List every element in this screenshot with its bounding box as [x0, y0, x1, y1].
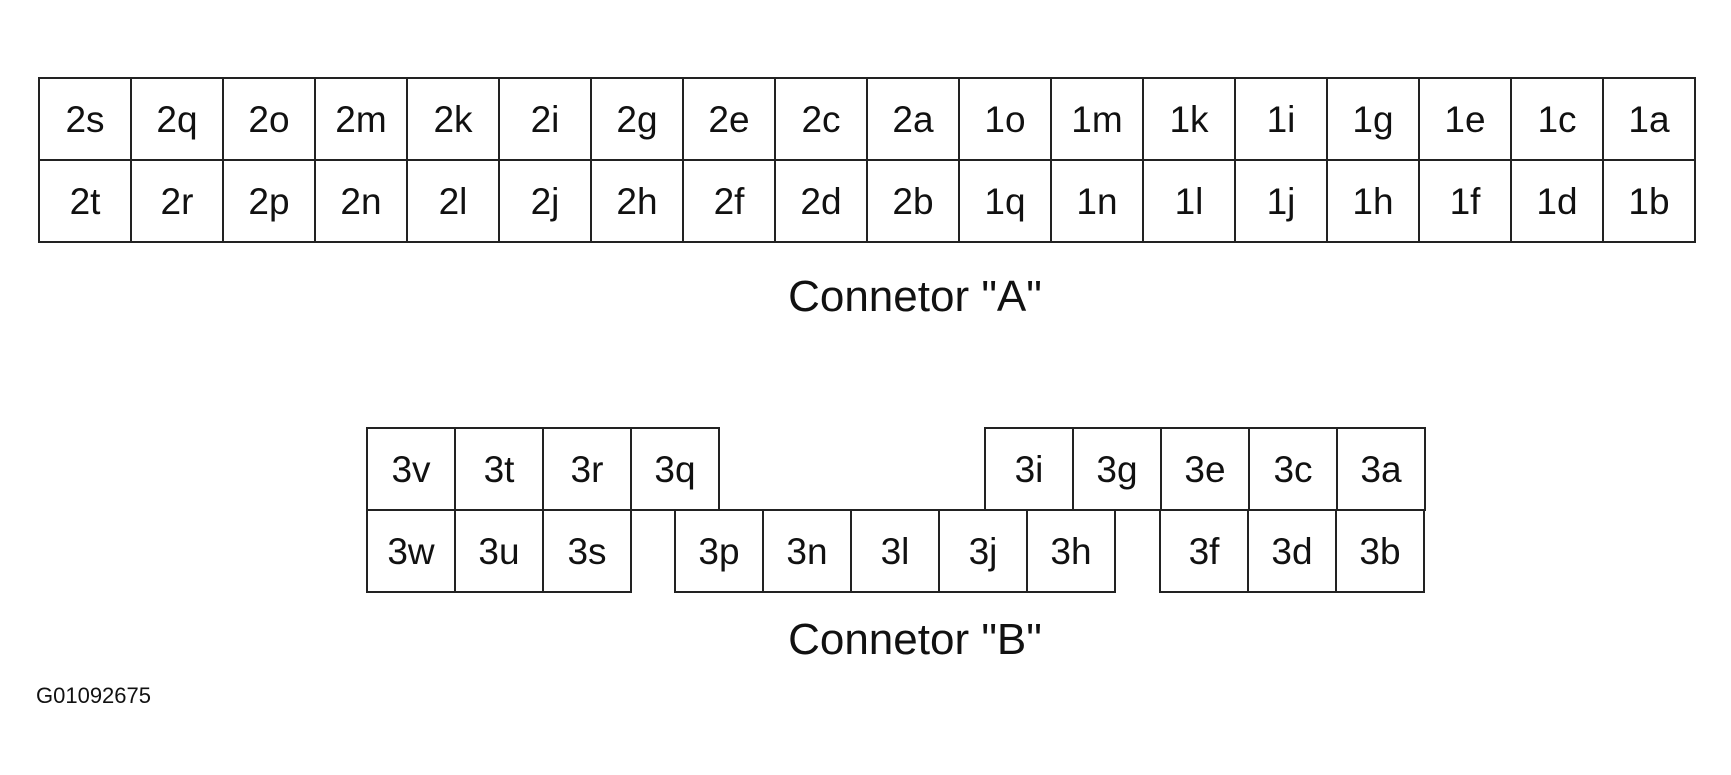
connector-a-pin-cell: 2c [774, 77, 868, 161]
connector-b-pin-cell: 3u [454, 509, 544, 593]
connector-a-pin-cell: 2q [130, 77, 224, 161]
connector-a-caption: Connetor "A" [788, 272, 1042, 321]
connector-a-pin-cell: 1l [1142, 159, 1236, 243]
reference-code: G01092675 [36, 683, 151, 708]
connector-a-pin-cell: 1c [1510, 77, 1604, 161]
connector-b-pin-cell: 3p [674, 509, 764, 593]
connector-a-pin-cell: 1b [1602, 159, 1696, 243]
connector-b-pin-cell: 3e [1160, 427, 1250, 511]
connector-b-pin-cell: 3s [542, 509, 632, 593]
connector-b-pin-cell: 3v [366, 427, 456, 511]
connector-b-pin-cell: 3f [1159, 509, 1249, 593]
connector-b-pin-cell: 3j [938, 509, 1028, 593]
connector-a-pin-cell: 2b [866, 159, 960, 243]
connector-a-pin-cell: 1g [1326, 77, 1420, 161]
connector-a-pin-cell: 2l [406, 159, 500, 243]
connector-a-pin-cell: 2a [866, 77, 960, 161]
connector-a-pin-cell: 1h [1326, 159, 1420, 243]
connector-b-pin-cell: 3c [1248, 427, 1338, 511]
connector-a-pin-cell: 2t [38, 159, 132, 243]
connector-a-pin-cell: 2k [406, 77, 500, 161]
connector-a-pin-cell: 2o [222, 77, 316, 161]
connector-a-pin-cell: 2i [498, 77, 592, 161]
connector-b-pin-cell: 3g [1072, 427, 1162, 511]
connector-a-pin-cell: 1e [1418, 77, 1512, 161]
connector-b-pin-cell: 3n [762, 509, 852, 593]
connector-b-pin-cell: 3t [454, 427, 544, 511]
connector-b-pin-cell: 3h [1026, 509, 1116, 593]
connector-b-pin-cell: 3l [850, 509, 940, 593]
connector-a-pin-cell: 1a [1602, 77, 1696, 161]
connector-a-pin-cell: 2h [590, 159, 684, 243]
connector-b-caption: Connetor "B" [788, 615, 1042, 664]
connector-a-pin-cell: 2j [498, 159, 592, 243]
connector-a-pin-cell: 2r [130, 159, 224, 243]
connector-b-pin-cell: 3i [984, 427, 1074, 511]
connector-a-pin-cell: 1q [958, 159, 1052, 243]
connector-b-pin-cell: 3q [630, 427, 720, 511]
connector-a-pin-cell: 1m [1050, 77, 1144, 161]
connector-b-pin-cell: 3b [1335, 509, 1425, 593]
connector-a-pin-cell: 1i [1234, 77, 1328, 161]
connector-b-pin-cell: 3a [1336, 427, 1426, 511]
connector-a-pin-cell: 1k [1142, 77, 1236, 161]
connector-b-pin-cell: 3d [1247, 509, 1337, 593]
connector-b-pin-cell: 3r [542, 427, 632, 511]
connector-a-pin-cell: 2p [222, 159, 316, 243]
connector-a-pin-cell: 1n [1050, 159, 1144, 243]
connector-a-pin-cell: 2f [682, 159, 776, 243]
connector-a-pin-cell: 2s [38, 77, 132, 161]
connector-a-pin-cell: 2g [590, 77, 684, 161]
connector-a-pin-cell: 2e [682, 77, 776, 161]
connector-a-pin-cell: 2n [314, 159, 408, 243]
connector-a-pin-cell: 1o [958, 77, 1052, 161]
connector-a-pin-cell: 2d [774, 159, 868, 243]
connector-a-pin-cell: 2m [314, 77, 408, 161]
connector-a-pin-cell: 1f [1418, 159, 1512, 243]
connector-b-pin-cell: 3w [366, 509, 456, 593]
connector-a-pin-cell: 1d [1510, 159, 1604, 243]
connector-a-pin-cell: 1j [1234, 159, 1328, 243]
